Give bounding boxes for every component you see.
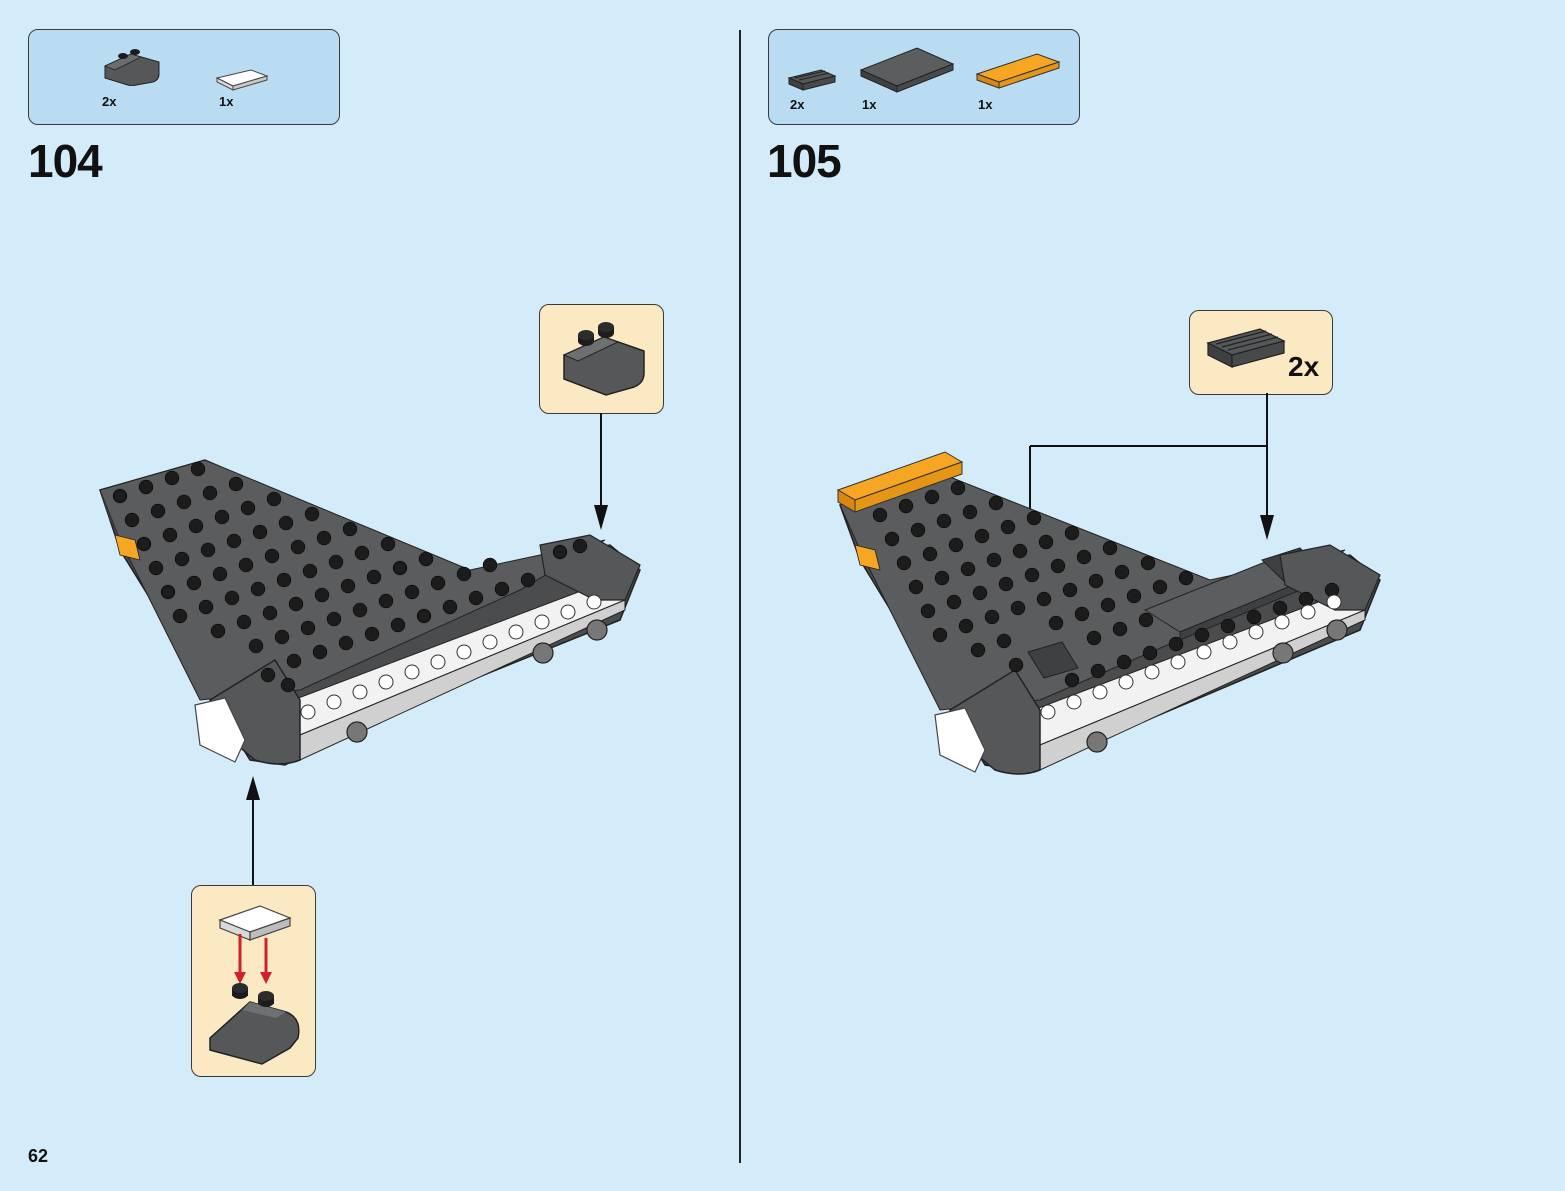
stud-grid bbox=[112, 461, 588, 693]
arrow-down bbox=[594, 413, 608, 530]
part-qty: 2x bbox=[102, 94, 117, 109]
plate-2x4-dark-gray-icon bbox=[859, 42, 955, 94]
step-number: 105 bbox=[767, 135, 842, 187]
part-qty: 1x bbox=[219, 94, 234, 109]
step-105-parts-list: 2x 1x 1x bbox=[768, 29, 1080, 125]
part-qty: 1x bbox=[978, 97, 993, 112]
wing-assembly bbox=[836, 451, 1381, 775]
tile-grille-1x2-dark-gray-icon bbox=[1206, 327, 1286, 373]
step-105-callout-grille: 2x bbox=[1189, 310, 1333, 395]
slope-curved-2x2-dark-gray-icon bbox=[101, 44, 163, 86]
slope-curved-2x2-dark-gray-icon bbox=[206, 982, 304, 1066]
step-104-callout-slope bbox=[539, 304, 664, 414]
callout-qty: 2x bbox=[1288, 351, 1320, 382]
step-104-callout-tile bbox=[191, 885, 316, 1077]
step-number: 104 bbox=[28, 135, 103, 187]
part-qty: 1x bbox=[862, 97, 877, 112]
page-number: 62 bbox=[28, 1146, 49, 1166]
arrow-up bbox=[246, 776, 260, 885]
page-divider bbox=[739, 30, 741, 1163]
tile-1x2-transparent-icon bbox=[216, 902, 294, 946]
step-104-parts-list: 2x 1x bbox=[28, 29, 340, 125]
slope-curved-2x2-dark-gray-icon bbox=[556, 319, 648, 399]
white-studs bbox=[1040, 594, 1342, 720]
step-104-model bbox=[99, 413, 641, 885]
tile-grille-1x2-dark-gray-icon bbox=[787, 68, 837, 92]
part-qty: 2x bbox=[790, 97, 805, 112]
red-arrow-icon bbox=[232, 934, 272, 986]
tile-1x4-orange-icon bbox=[975, 48, 1063, 92]
stud-grid bbox=[872, 480, 1340, 688]
tile-1x2-transparent-icon bbox=[215, 66, 271, 94]
white-studs bbox=[300, 594, 602, 720]
